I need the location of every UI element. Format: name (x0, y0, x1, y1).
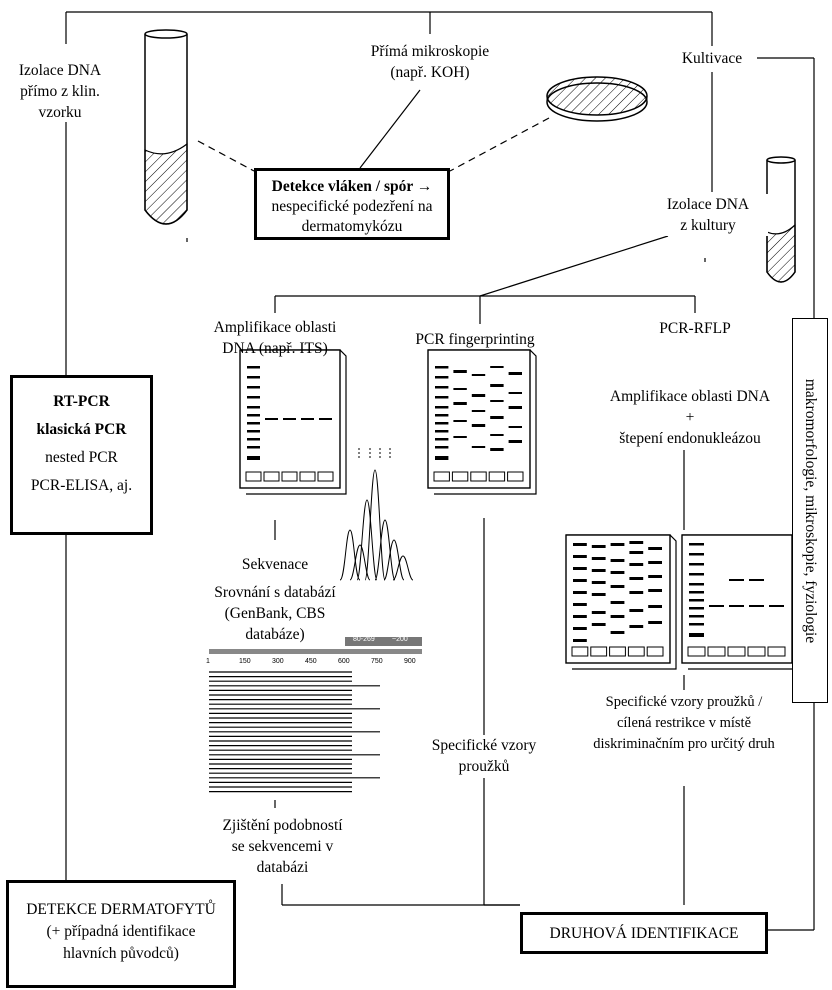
cultivation-label: Kultivace (667, 48, 757, 69)
species-identification-box: DRUHOVÁ IDENTIFIKACE (520, 912, 768, 954)
connector-dashed-right (449, 117, 550, 172)
test-tube-sample-icon (144, 29, 188, 225)
detection-box: Detekce vláken / spór → nespecifické pod… (254, 168, 450, 240)
detection-final-box: DETEKCE DERMATOFYTŮ(+ případná identifik… (6, 880, 236, 988)
scale-tick: 600 (338, 658, 350, 665)
test-tube-culture-icon (766, 156, 796, 283)
scale-tick: 150 (239, 658, 251, 665)
scale-label: 80-269 (353, 636, 375, 643)
gel-fingerprinting (427, 349, 537, 495)
direct-microscopy-label: Přímá mikroskopie(např. KOH) (370, 43, 490, 81)
rflp-description: Amplifikace oblasti DNA+štepení endonukl… (609, 388, 771, 447)
scale-tick: 750 (371, 658, 383, 665)
gel-rflp-digest (565, 534, 677, 670)
scale-tick: 450 (305, 658, 317, 665)
side-label: makromorfologie, mikroskopie, fyziologie (802, 378, 819, 643)
gel-rflp-pattern (681, 534, 799, 670)
side-label-box: makromorfologie, mikroskopie, fyziologie (792, 318, 828, 703)
scale-tick: 1 (206, 658, 210, 665)
gel-amplification (239, 349, 347, 495)
sequence-alignment (209, 637, 422, 793)
rflp-label: PCR-RFLP (659, 320, 731, 337)
sequencing-chromatogram (339, 448, 414, 581)
petri-dish-icon (546, 76, 648, 122)
pcr-methods-box: RT-PCR klasická PCR nested PCR PCR-ELISA… (10, 375, 153, 535)
connector-microscopy-detection (359, 89, 421, 169)
scale-tick: 300 (272, 658, 284, 665)
scale-label: ~200 (392, 636, 408, 643)
fingerprinting-label: PCR fingerprinting (415, 331, 535, 348)
connector-dashed-left (197, 140, 255, 172)
sequencing-label: Sekvenace (241, 556, 309, 573)
specific-restriction-label: Specifické vzory proužků /cílená restrik… (593, 694, 775, 752)
scale-tick: 900 (404, 658, 416, 665)
connector-isolation-branches (479, 235, 669, 297)
